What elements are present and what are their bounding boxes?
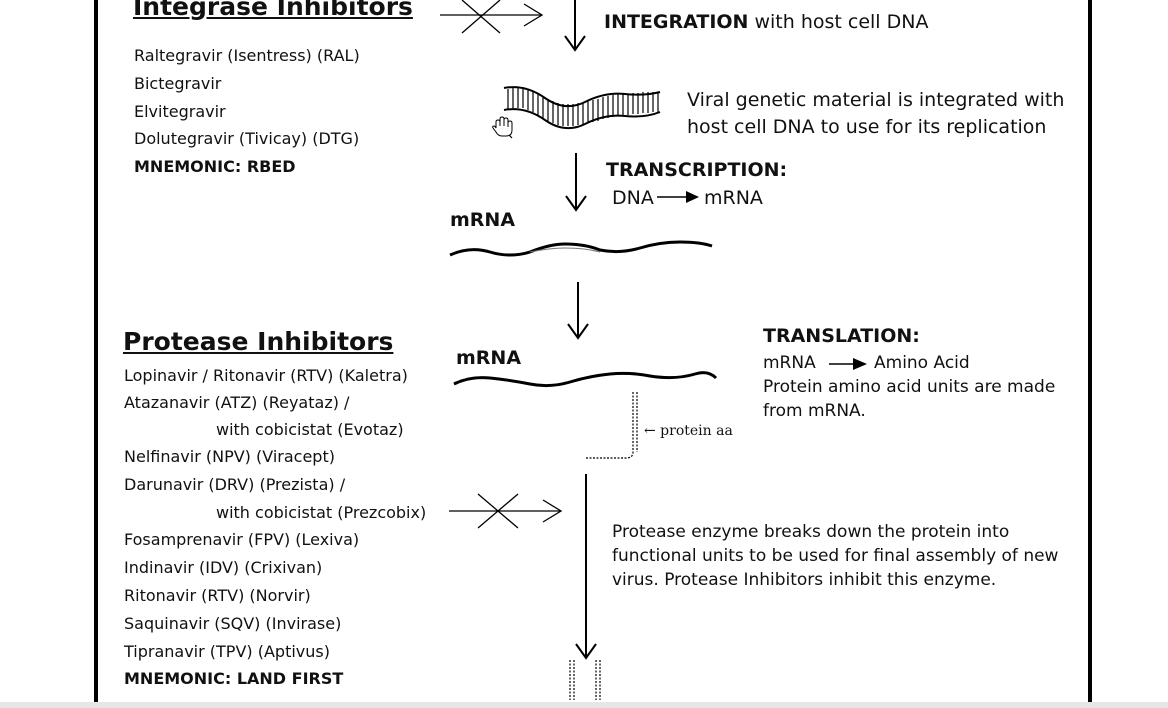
translation-arrow-icon	[829, 358, 867, 370]
down-arrow-icon	[565, 153, 587, 212]
protease-description-line: Protease enzyme breaks down the protein …	[612, 522, 1010, 542]
protease-drug: Saquinavir (SQV) (Invirase)	[124, 614, 342, 633]
integration-description-line: host cell DNA to use for its replication	[687, 116, 1047, 138]
down-arrow-icon	[567, 282, 589, 340]
protease-drug: Indinavir (IDV) (Crixivan)	[124, 558, 323, 577]
down-arrow-icon	[564, 0, 586, 52]
transcription-title: TRANSCRIPTION:	[606, 159, 788, 181]
transcription-from: DNA	[612, 187, 654, 209]
protease-drug: Atazanavir (ATZ) (Reyataz) /	[124, 393, 350, 412]
protease-drug: with cobicistat (Prezcobix)	[216, 503, 427, 522]
integration-rest: with host cell DNA	[748, 11, 929, 33]
blocked-arrow-icon	[440, 0, 544, 34]
mrna-strand-icon	[453, 371, 718, 388]
protein-aa-label: ← protein aa	[644, 423, 733, 439]
translation-description-line: from mRNA.	[763, 401, 866, 421]
integrase-drug: Elvitegravir	[134, 102, 226, 121]
integrase-drug: Raltegravir (Isentress) (RAL)	[134, 46, 360, 65]
blocked-arrow-icon	[449, 493, 563, 529]
integrase-drug: Bictegravir	[134, 74, 222, 93]
protein-chain-icon	[569, 392, 638, 700]
translation-description-line: Protein amino acid units are made	[763, 377, 1056, 397]
protease-description-line: functional units to be used for final as…	[612, 546, 1059, 566]
integration-step-label: INTEGRATION with host cell DNA	[604, 11, 928, 34]
transcription-arrow-icon	[657, 191, 699, 203]
down-arrow-icon	[575, 474, 597, 660]
integration-title: INTEGRATION	[604, 11, 749, 33]
protease-drug: Darunavir (DRV) (Prezista) /	[124, 475, 346, 494]
bottom-scrollbar-track[interactable]	[0, 702, 1168, 708]
frame-left-border	[94, 0, 98, 702]
integrase-drug: Dolutegravir (Tivicay) (DTG)	[134, 129, 360, 148]
integrase-heading: Integrase Inhibitors	[133, 0, 413, 21]
dna-helix-icon	[503, 86, 661, 130]
hand-cursor-icon	[492, 116, 513, 139]
translation-to: Amino Acid	[874, 353, 970, 373]
transcription-to: mRNA	[704, 187, 763, 209]
protease-mnemonic: MNEMONIC: LAND FIRST	[124, 669, 344, 688]
mrna-strand-icon	[449, 240, 713, 257]
integration-description-line: Viral genetic material is integrated wit…	[687, 89, 1065, 111]
protease-drug: Nelfinavir (NPV) (Viracept)	[124, 447, 335, 466]
translation-title: TRANSLATION:	[763, 325, 920, 347]
frame-right-border	[1088, 0, 1092, 702]
mrna-label: mRNA	[456, 347, 522, 369]
protease-drug: Lopinavir / Ritonavir (RTV) (Kaletra)	[124, 366, 408, 385]
integrase-mnemonic: MNEMONIC: RBED	[134, 157, 296, 176]
protease-heading: Protease Inhibitors	[123, 327, 394, 356]
protease-drug: with cobicistat (Evotaz)	[216, 420, 404, 439]
mrna-label: mRNA	[450, 209, 516, 231]
protease-drug: Ritonavir (RTV) (Norvir)	[124, 586, 311, 605]
protease-drug: Tipranavir (TPV) (Aptivus)	[124, 642, 330, 661]
translation-from: mRNA	[763, 353, 816, 373]
protease-description-line: virus. Protease Inhibitors inhibit this …	[612, 570, 997, 590]
protease-drug: Fosamprenavir (FPV) (Lexiva)	[124, 530, 360, 549]
